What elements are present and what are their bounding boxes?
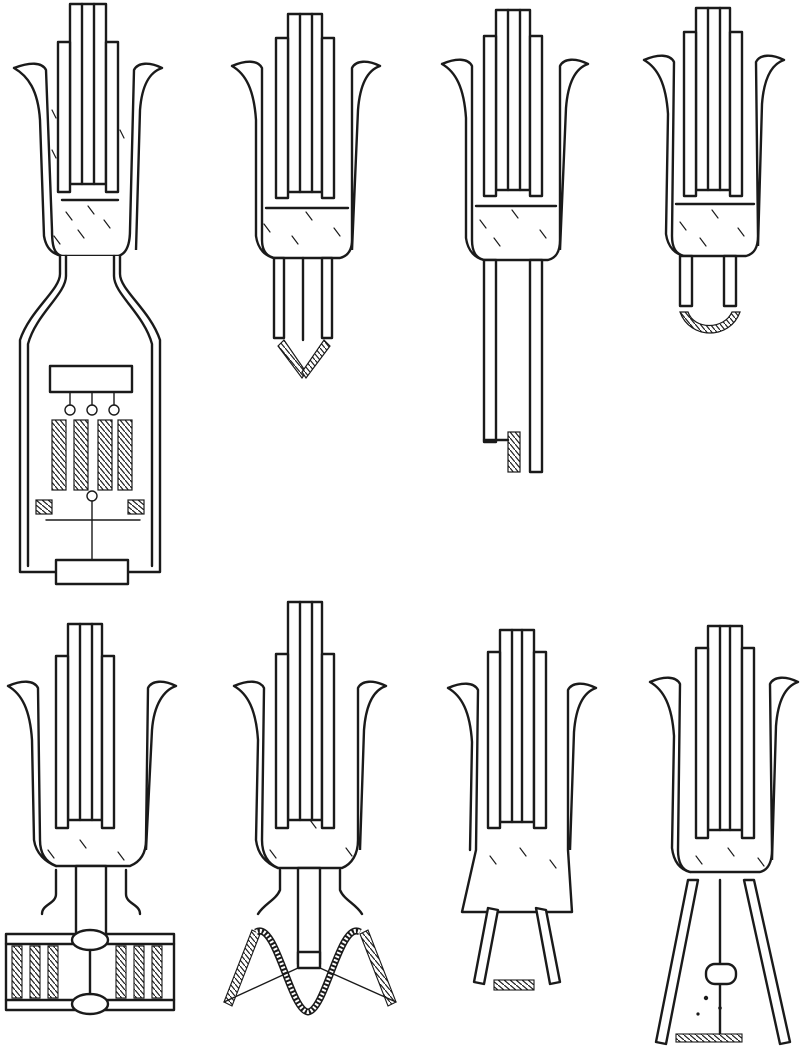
panel-g-stem-short-coil (446, 628, 598, 991)
panel-e-stem-ladder-cage (4, 622, 178, 1016)
panel-f-stem-zigzag-coil (223, 600, 397, 1016)
panel-c-stem-long-leads (440, 8, 590, 474)
panel-b-stem-v-filament (230, 12, 382, 380)
panel-d-stem-arc-coil (642, 6, 786, 334)
panel-a-stem-long-envelope (12, 2, 164, 586)
panel-h-stem-spread-leads (648, 624, 800, 1046)
